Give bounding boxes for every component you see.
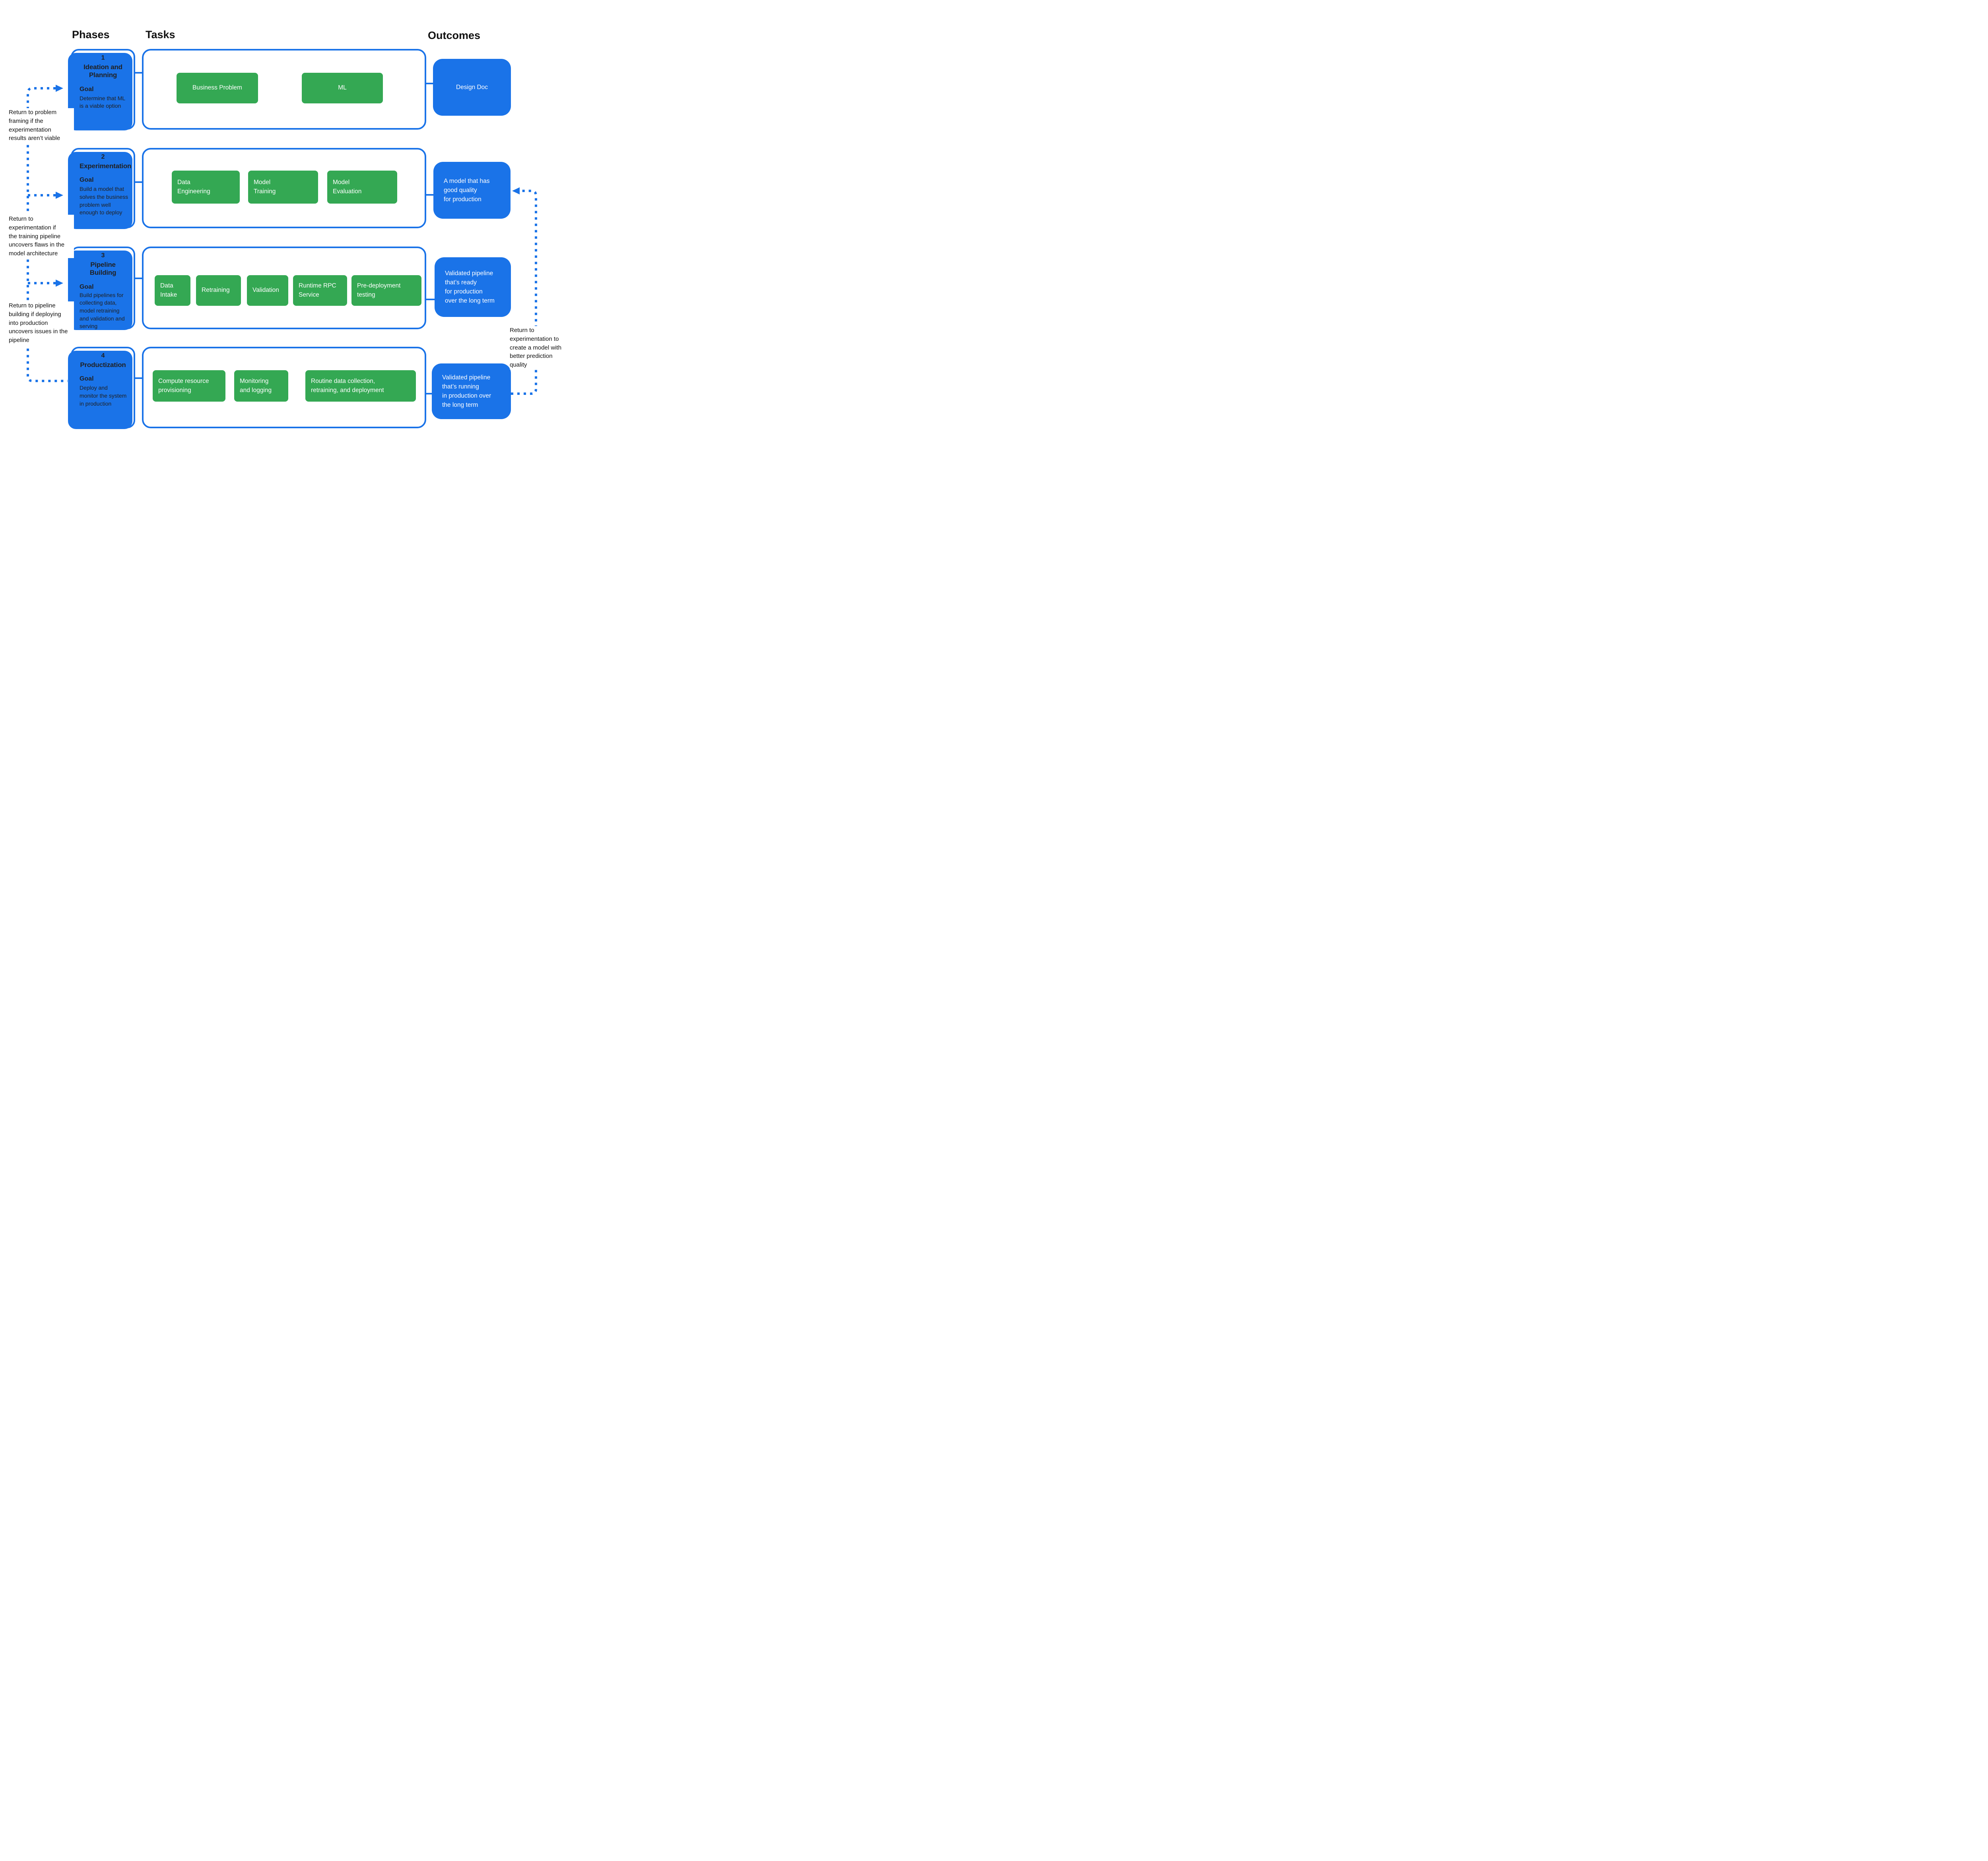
outcome-validated-pipeline-ready: Validated pipeline that’s ready for prod… (435, 257, 511, 317)
phase-title: Pipeline Building (89, 261, 116, 277)
phase-title: Productization (80, 361, 126, 369)
phase-card-experimentation: 2 Experimentation Goal Build a model tha… (68, 148, 135, 229)
phase-title: Experimentation (80, 162, 132, 170)
task-box-validation: Validation (247, 275, 288, 306)
phase-number: 3 (101, 252, 105, 259)
tasks-container-2: Data Engineering Model Training Model Ev… (142, 148, 426, 228)
outcome-validated-pipeline-running: Validated pipeline that’s running in pro… (432, 363, 511, 419)
tasks-container-4: Compute resource provisioning Monitoring… (142, 347, 426, 428)
task-box-compute-resource-provisioning: Compute resource provisioning (153, 370, 225, 402)
phase-card-ideation-planning: 1 Ideation and Planning Goal Determine t… (68, 49, 135, 130)
task-box-model-training: Model Training (248, 171, 318, 204)
phase-card-shadow (68, 251, 132, 330)
goal-label: Goal (80, 283, 94, 290)
outcome-design-doc: Design Doc (433, 59, 511, 116)
goal-label: Goal (80, 375, 94, 383)
green-task-connectors (189, 86, 350, 385)
phase-card-productization: 4 Productization Goal Deploy and monitor… (68, 347, 135, 429)
task-box-runtime-rpc-service: Runtime RPC Service (293, 275, 347, 306)
phase-card-pipeline-building: 3 Pipeline Building Goal Build pipelines… (68, 247, 135, 330)
solid-blue-connectors (134, 72, 436, 394)
phase-number: 2 (101, 153, 105, 160)
phase-title: Ideation and Planning (83, 63, 122, 79)
return-note-pipeline-building: Return to pipeline building if deploying… (9, 301, 74, 345)
phases-header: Phases (72, 29, 110, 41)
outcomes-header: Outcomes (428, 29, 481, 41)
goal-text: Build pipelines for collecting data, mod… (80, 291, 125, 330)
return-note-experimentation: Return to experimentation if the trainin… (9, 215, 74, 258)
phase-number: 4 (101, 352, 105, 359)
task-box-model-evaluation: Model Evaluation (327, 171, 397, 204)
tasks-container-3: Data Intake Retraining Validation Runtim… (142, 247, 426, 329)
task-box-ml: ML (302, 73, 383, 103)
return-arrowhead-icon (56, 85, 520, 287)
goal-label: Goal (80, 85, 94, 93)
goal-text: Deploy and monitor the system in product… (80, 385, 127, 407)
phase-card-shadow (68, 351, 132, 429)
tasks-container-1: Business Problem ML (142, 49, 426, 130)
task-box-data-engineering: Data Engineering (172, 171, 240, 204)
task-box-monitoring-logging: Monitoring and logging (234, 370, 288, 402)
goal-text: Determine that ML is a viable option (80, 95, 126, 109)
goal-text: Build a model that solves the business p… (80, 186, 128, 216)
outcome-model-good-quality: A model that has good quality for produc… (433, 162, 511, 219)
phase-number: 1 (101, 54, 105, 61)
return-note-problem-framing: Return to problem framing if the experim… (9, 108, 74, 143)
mlops-phases-diagram: Phases Tasks Outcomes 1 Ideation and Pla… (0, 0, 564, 465)
task-box-data-intake: Data Intake (155, 275, 190, 306)
task-box-business-problem: Business Problem (177, 73, 258, 103)
phase-card-shadow (68, 152, 132, 229)
task-box-retraining: Retraining (196, 275, 241, 306)
return-note-better-prediction: Return to experimentation to create a mo… (510, 326, 564, 369)
task-box-routine-collection-retraining-deployment: Routine data collection, retraining, and… (305, 370, 416, 402)
tasks-header: Tasks (146, 29, 175, 41)
goal-label: Goal (80, 177, 94, 184)
task-box-pre-deployment-testing: Pre-deployment testing (351, 275, 421, 306)
phase-card-shadow (68, 53, 132, 130)
